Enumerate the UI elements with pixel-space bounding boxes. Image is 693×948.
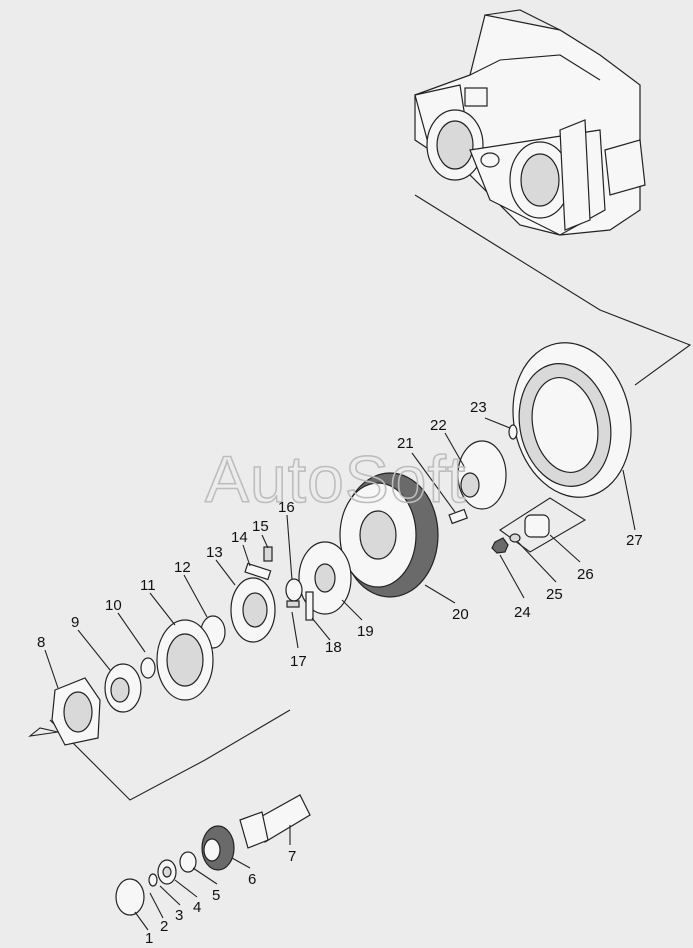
callout-13: 13 [206,544,223,561]
callout-2: 2 [160,918,168,935]
callout-21: 21 [397,435,414,452]
callout-23: 23 [470,399,487,416]
watermark-text: AutoSoft [205,442,466,516]
callout-8: 8 [37,634,45,651]
callout-25: 25 [546,586,563,603]
part-20-large-gear [339,472,439,598]
parts-8-12-flange-bearing-group [51,615,226,746]
callout-19: 19 [357,623,374,640]
callout-12: 12 [174,559,191,576]
callout-14: 14 [231,529,248,546]
callout-5: 5 [212,887,220,904]
parts-1-7-shaft-group [115,794,311,916]
callout-18: 18 [325,639,342,656]
callout-15: 15 [252,518,269,535]
callout-26: 26 [577,566,594,583]
callout-4: 4 [193,899,201,916]
callout-6: 6 [248,871,256,888]
callout-11: 11 [140,577,156,594]
callout-16: 16 [278,499,295,516]
callout-9: 9 [71,614,79,631]
callout-numbers: 1 2 3 4 5 6 7 8 9 10 11 12 13 14 15 16 1… [37,399,643,947]
callout-leader-lines [44,417,636,931]
callout-20: 20 [452,606,469,623]
parts-21-26-small-components [448,424,550,554]
callout-17: 17 [290,653,307,670]
callout-7: 7 [288,848,296,865]
callout-27: 27 [626,532,643,549]
callout-22: 22 [430,417,447,434]
callout-24: 24 [514,604,531,621]
callout-1: 1 [145,930,153,947]
part-27-ring-gear [512,342,632,498]
transmission-housing [414,9,646,236]
callout-3: 3 [175,907,183,924]
parts-13-18-bearing-cover-group [230,546,314,643]
callout-10: 10 [105,597,122,614]
